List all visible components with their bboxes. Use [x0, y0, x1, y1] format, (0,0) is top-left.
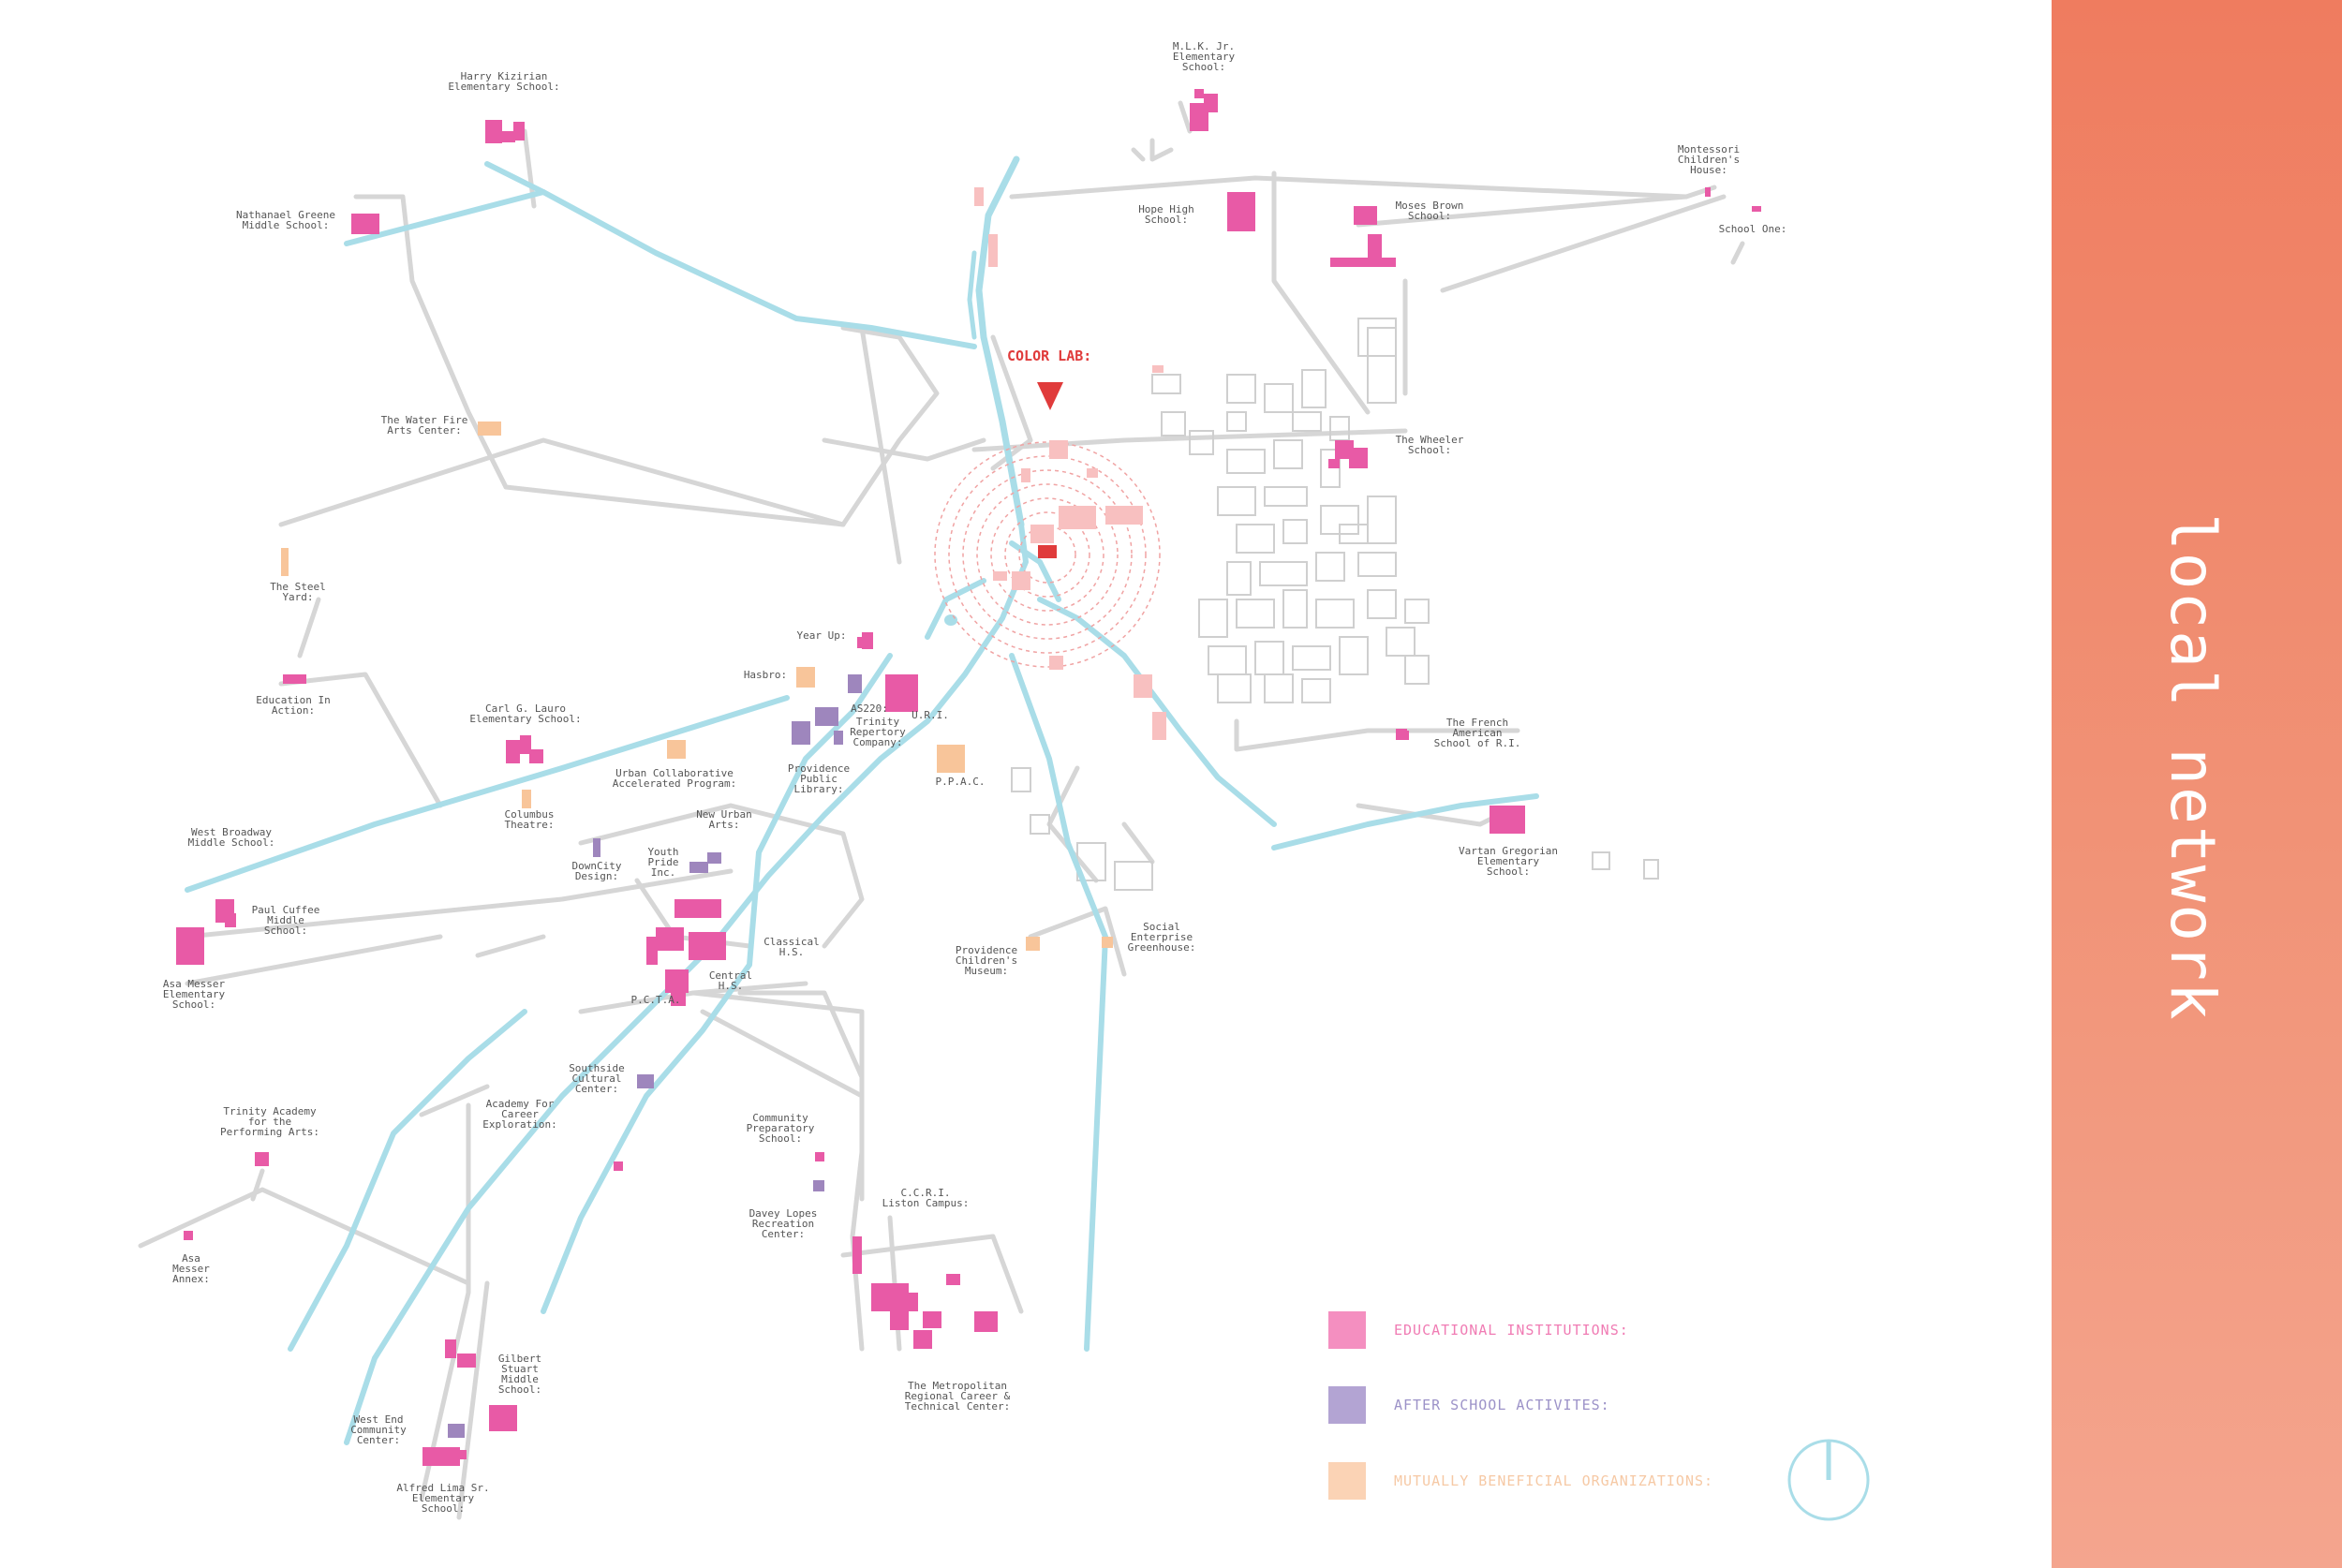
color-lab-building	[1038, 545, 1057, 558]
place-label-year-up: Year Up:	[797, 629, 847, 642]
panel-title: local network	[2157, 513, 2229, 1022]
place-label-ppac: P.P.A.C.	[936, 776, 986, 788]
educational-institutions	[176, 89, 1761, 1466]
legend-swatch-0	[1328, 1311, 1366, 1349]
mutually-beneficial-organizations	[281, 422, 1113, 951]
legend-label-0: EDUCATIONAL INSTITUTIONS:	[1394, 1322, 1629, 1339]
legend-swatch-1	[1328, 1386, 1366, 1424]
north-arrow-icon	[1787, 1439, 1870, 1521]
legend-label-1: AFTER SCHOOL ACTIVITES:	[1394, 1397, 1610, 1413]
downtown-blocks	[974, 187, 1166, 740]
place-label-ccri: C.C.R.I.Liston Campus:	[882, 1187, 970, 1209]
road-network	[138, 100, 1745, 1520]
river	[185, 155, 1539, 1445]
color-lab-radius-rings	[934, 441, 1161, 668]
legend-label-2: MUTUALLY BENEFICIAL ORGANIZATIONS:	[1394, 1472, 1714, 1489]
color-lab-label: COLOR LAB:	[1007, 348, 1091, 364]
building-outlines	[1011, 318, 1659, 891]
place-label-uri: U.R.I.	[912, 709, 949, 721]
place-label-as220: AS220:	[851, 703, 888, 715]
place-label-hasbro: Hasbro:	[744, 669, 787, 681]
side-panel	[2052, 0, 2342, 1568]
legend-swatch-2	[1328, 1462, 1366, 1500]
place-label-pcta: P.C.T.A.	[631, 994, 681, 1006]
after-school-activities	[448, 674, 862, 1438]
color-lab-arrow-icon	[1037, 382, 1063, 410]
place-label-school-one: School One:	[1719, 223, 1787, 235]
